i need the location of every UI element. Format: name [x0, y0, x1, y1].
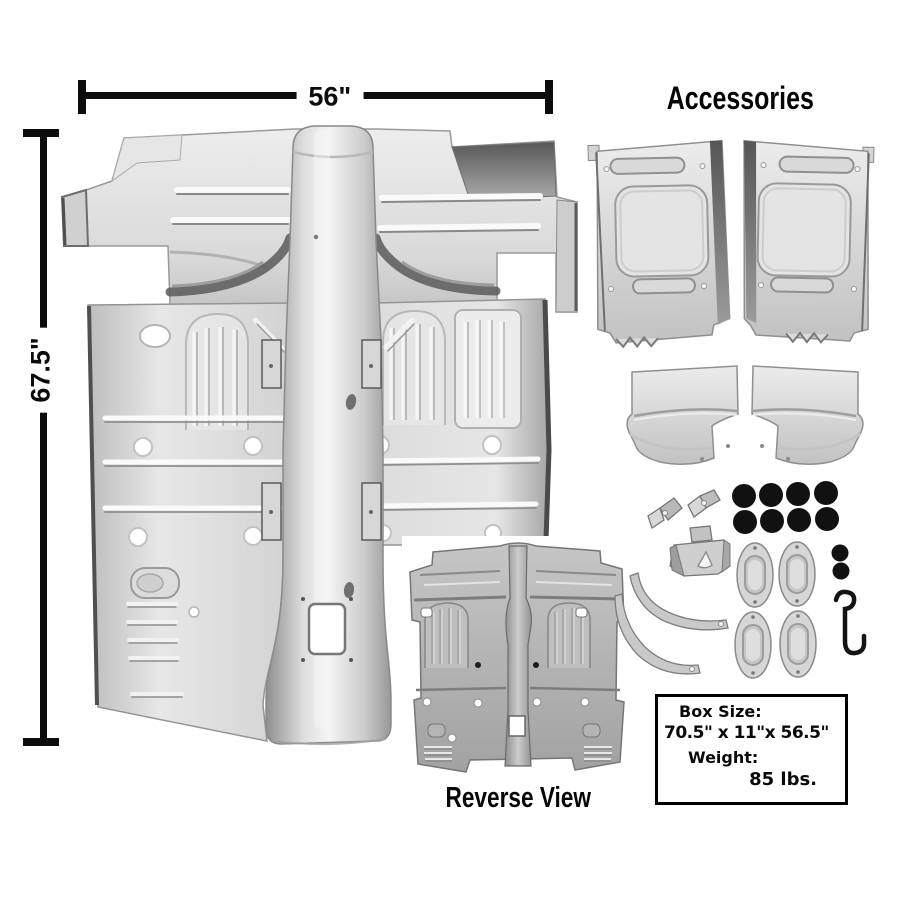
width-dimension: 56" [78, 80, 553, 114]
weight-value: 85 lbs. [749, 769, 817, 790]
dimension-cap-bottom [23, 738, 59, 746]
floor-pan-photo [60, 125, 578, 746]
dimension-line-vertical [40, 129, 47, 746]
transmission-tunnel [265, 125, 392, 746]
z-brackets [647, 489, 721, 530]
height-dimension-label: 67.5" [25, 326, 57, 413]
rubber-plugs-small [831, 544, 850, 580]
right-flange [555, 199, 578, 313]
seat-riser-left [626, 365, 739, 465]
reverse-view-label: Reverse View [445, 782, 591, 814]
toe-corner-right-dark [451, 141, 557, 201]
toe-corner-left [111, 134, 183, 183]
reverse-pan [409, 542, 625, 773]
seat-riser-panels-photo [626, 365, 864, 465]
torque-box-panels-photo [587, 139, 875, 349]
reverse-view-label-wrap: Reverse View [402, 782, 634, 815]
dimension-cap-top [23, 129, 59, 137]
width-dimension-label: 56" [296, 81, 364, 113]
accessories-title-wrap: Accessories [640, 80, 840, 117]
s-hook [833, 589, 867, 656]
reverse-shifter-hole [508, 715, 526, 737]
left-floor-pan [87, 302, 294, 742]
torque-box-panel-left [587, 139, 731, 349]
seat-bracket-tabs [261, 339, 382, 541]
reverse-view-photo [402, 536, 634, 786]
box-size-label: Box Size: [679, 702, 762, 721]
accessories-title: Accessories [666, 80, 814, 116]
rubber-plugs-large [732, 481, 839, 534]
drain-plug-covers [734, 541, 817, 679]
height-dimension: 67.5" [23, 129, 59, 746]
support-braces [614, 572, 729, 675]
box-info-panel: Box Size: 70.5" x 11"x 56.5" Weight: 85 … [655, 694, 848, 805]
hardware-parts-photo [614, 481, 867, 679]
box-size-value: 70.5" x 11"x 56.5" [664, 723, 829, 743]
weight-label: Weight: [688, 748, 759, 767]
dimension-cap-right [545, 80, 553, 114]
shifter-hole [301, 597, 353, 662]
dimension-cap-left [78, 80, 86, 114]
floor-drain-hole [139, 324, 171, 348]
right-floor-pan [370, 298, 552, 546]
torque-box-panel-right [743, 139, 875, 344]
anchor-bracket [669, 525, 731, 577]
seat-riser-right [751, 365, 864, 465]
